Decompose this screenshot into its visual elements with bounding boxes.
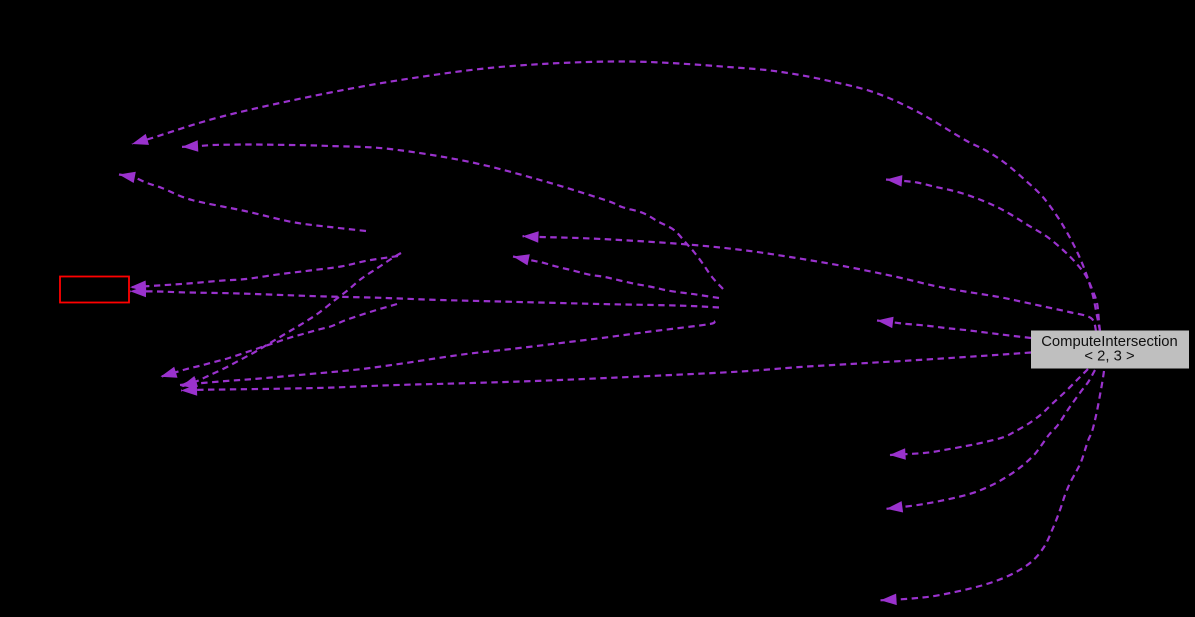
svg-text:< 2, 3 >: < 2, 3 > — [1084, 349, 1134, 365]
svg-text:ComputeIntersection: ComputeIntersection — [1041, 334, 1178, 350]
